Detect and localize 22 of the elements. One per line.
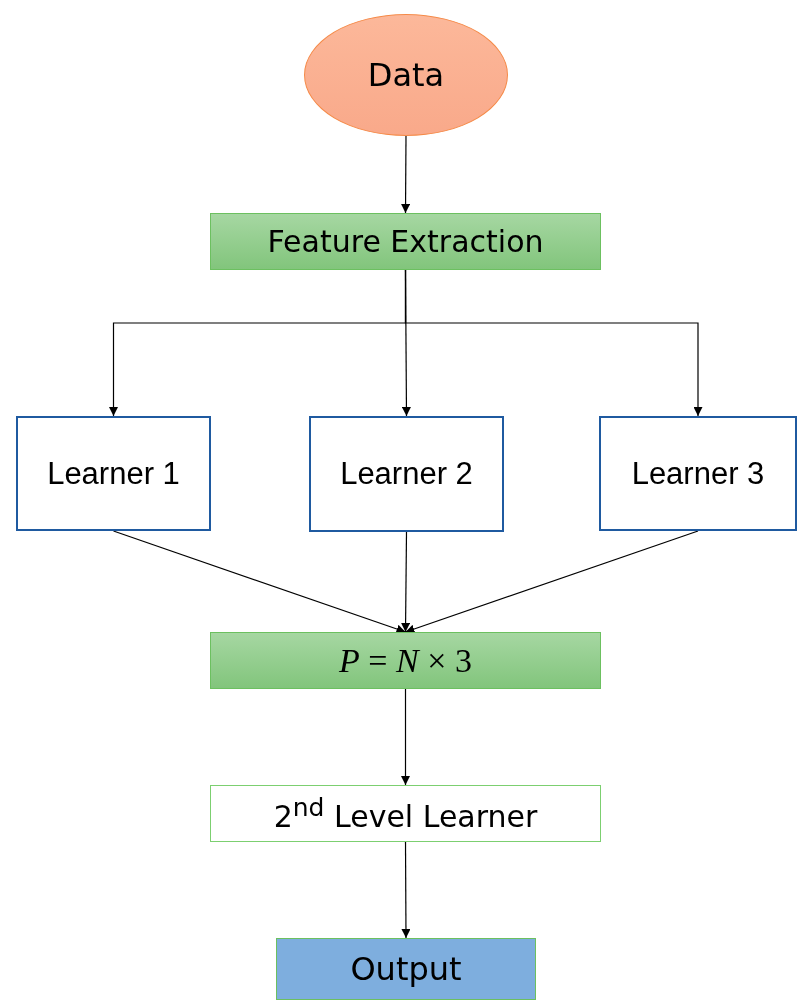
formula-text: P = N × 3 <box>339 641 472 680</box>
formula-box <box>210 632 601 689</box>
node-label: Data <box>367 56 445 94</box>
node-label: Feature Extraction <box>267 224 544 259</box>
arrow <box>404 269 703 417</box>
learner-box <box>599 416 797 531</box>
arrow <box>401 135 411 214</box>
node-label: Output <box>350 950 462 988</box>
learner-box <box>309 416 504 532</box>
arrow <box>404 530 699 634</box>
arrow <box>401 688 410 786</box>
arrow <box>112 530 407 634</box>
arrow <box>401 531 411 633</box>
node-label: 2$^{nd}$ Level Learner <box>273 793 538 834</box>
node-label: Learner 3 <box>631 455 765 492</box>
node-label: Learner 1 <box>47 455 180 492</box>
process-box <box>210 785 601 842</box>
process-box <box>210 213 601 270</box>
output-box <box>276 938 536 1000</box>
learner-box <box>16 416 211 531</box>
node-label: Learner 2 <box>340 456 473 492</box>
arrow <box>401 841 411 939</box>
